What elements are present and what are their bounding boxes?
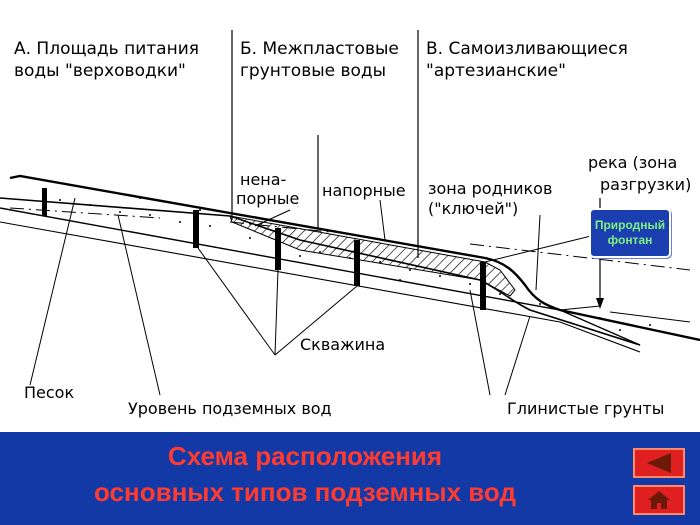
label-nonpressure-2: порные (236, 189, 299, 208)
back-button[interactable] (633, 448, 685, 478)
label-groundwater-level: Уровень подземных вод (128, 399, 332, 418)
zone-b-line2: грунтовые воды (240, 61, 386, 81)
river-water (559, 305, 691, 323)
well-4 (354, 240, 360, 286)
natural-fountain-callout: Природный фонтан (589, 208, 671, 258)
zone-a-line1: А. Площадь питания (14, 39, 199, 59)
zone-v-line2: "артезианские" (426, 61, 566, 81)
label-springs-1: зона родников (428, 179, 552, 198)
slide-title: Схема расположения основных типов подзем… (0, 438, 610, 510)
leader-lines (29, 197, 592, 396)
callout-line2: фонтан (607, 233, 653, 247)
upper-layer (0, 197, 641, 346)
zone-b-line1: Б. Межпластовые (240, 39, 399, 59)
home-icon (648, 491, 670, 509)
groundwater-level-line (9, 207, 691, 271)
home-button[interactable] (633, 485, 685, 515)
well-2 (193, 210, 199, 248)
well-5 (480, 262, 486, 310)
label-pressure: напорные (322, 181, 406, 200)
callout-line1: Природный (594, 218, 666, 232)
zone-v-line1: В. Самоизливающиеся (426, 39, 628, 59)
footer-bar: Схема расположения основных типов подзем… (0, 432, 700, 525)
well-1 (42, 188, 47, 216)
river-arrow-head (596, 298, 604, 309)
zone-a-line2: воды "верховодки" (14, 61, 186, 81)
slide-title-line2: основных типов подземных вод (94, 477, 516, 507)
label-river-1: река (зона (588, 153, 677, 172)
triangle-left-icon (647, 453, 671, 473)
groundwater-diagram: А. Площадь питания воды "верховодки" Б. … (0, 30, 700, 418)
slide-title-line1: Схема расположения (167, 441, 443, 471)
label-nonpressure-1: нена- (240, 170, 286, 189)
label-springs-2: ("ключей") (428, 199, 518, 218)
clay-base (0, 221, 641, 353)
label-sand: Песок (24, 383, 74, 402)
ground-surface (9, 174, 700, 342)
label-well: Скважина (300, 335, 385, 354)
well-3 (275, 228, 281, 270)
label-river-2: разгрузки) (600, 175, 691, 194)
label-clay: Глинистые грунты (507, 399, 664, 418)
